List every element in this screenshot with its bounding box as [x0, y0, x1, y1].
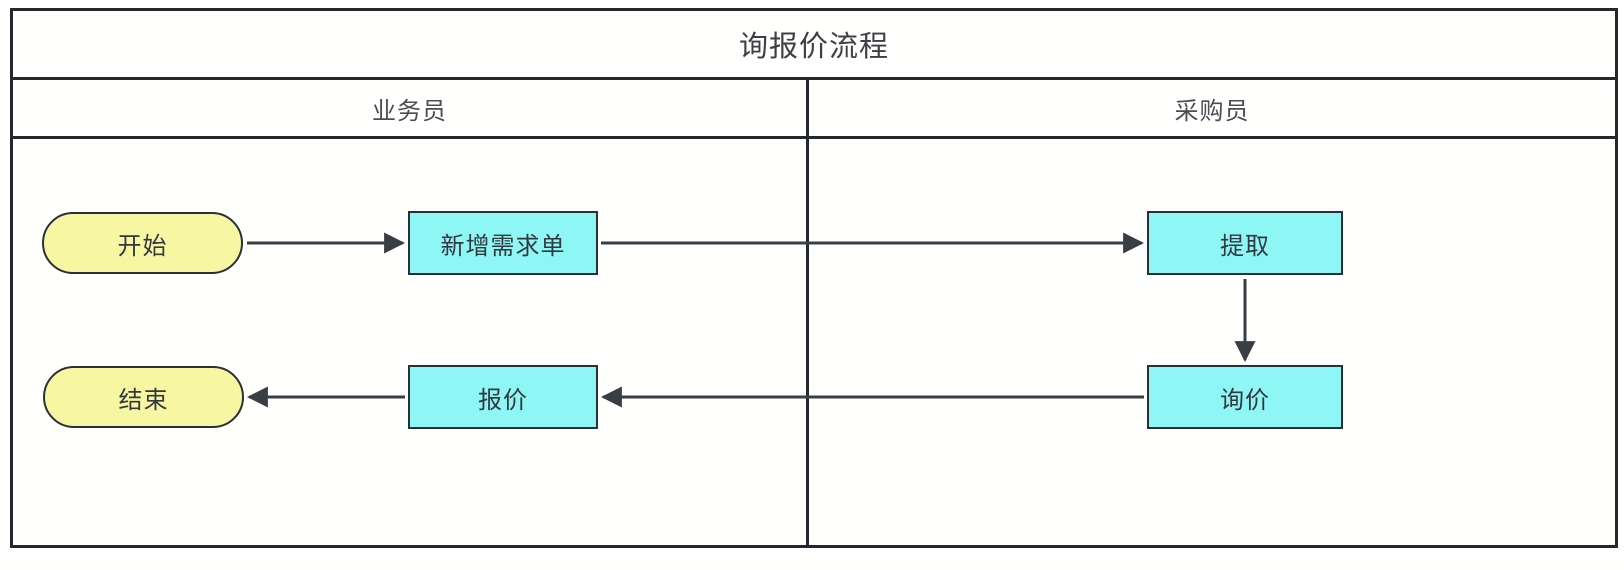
lane-label-salesperson: 业务员 [372, 97, 447, 125]
diagram-title: 询报价流程 [738, 31, 889, 63]
lane-header-purchaser: 采购员 [809, 80, 1615, 136]
node-quote-label: 报价 [478, 386, 528, 414]
node-inquiry: 询价 [1147, 365, 1343, 429]
node-extract: 提取 [1147, 211, 1343, 275]
node-end: 结束 [43, 366, 244, 428]
lane-header-salesperson: 业务员 [13, 80, 809, 136]
diagram-title-band: 询报价流程 [13, 11, 1615, 80]
lane-body-row [13, 139, 1615, 545]
diagram-frame: 询报价流程 业务员 采购员 [10, 8, 1618, 548]
node-add-request-label: 新增需求单 [440, 232, 566, 260]
node-quote: 报价 [408, 365, 598, 429]
node-add-request: 新增需求单 [408, 211, 598, 275]
node-inquiry-label: 询价 [1220, 386, 1270, 414]
node-extract-label: 提取 [1220, 232, 1270, 260]
node-end-label: 结束 [118, 386, 169, 414]
node-start: 开始 [42, 212, 243, 274]
lane-header-row: 业务员 采购员 [13, 80, 1615, 139]
node-start-label: 开始 [117, 232, 168, 260]
lane-label-purchaser: 采购员 [1174, 97, 1250, 125]
lane-body-salesperson [13, 139, 809, 545]
lane-body-purchaser [809, 139, 1615, 545]
